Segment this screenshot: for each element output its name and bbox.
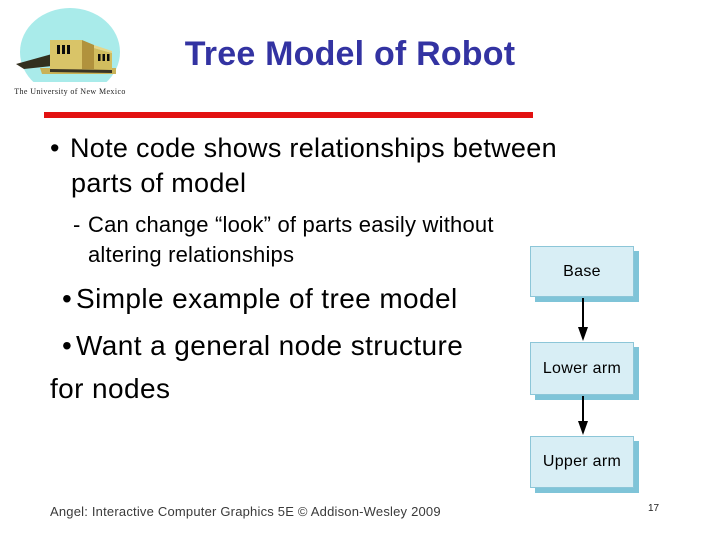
tree-node-upper-arm: Upper arm bbox=[530, 436, 634, 488]
bullet-text: Note code shows relationships between bbox=[70, 133, 557, 163]
bullet-continuation-for-nodes: for nodes bbox=[50, 371, 170, 406]
arrow-lower-to-upper-icon bbox=[578, 396, 588, 435]
dash-marker: - bbox=[73, 212, 81, 237]
bullet-note-code: • Note code shows relationships between p… bbox=[50, 131, 557, 201]
bullet-text: Simple example of tree model bbox=[76, 283, 458, 314]
bullet-marker: • bbox=[62, 330, 73, 361]
arrow-base-to-lower-icon bbox=[578, 298, 588, 341]
unm-logo: The University of New Mexico bbox=[10, 6, 130, 96]
bullet-text: Can change “look” of parts easily withou… bbox=[88, 212, 494, 237]
bullet-text: parts of model bbox=[71, 168, 247, 198]
node-label: Upper arm bbox=[542, 453, 622, 470]
logo-window bbox=[102, 54, 105, 61]
logo-dome-crop bbox=[14, 82, 126, 86]
sub-bullet-can-change: -Can change “look” of parts easily witho… bbox=[73, 210, 494, 270]
logo-window bbox=[62, 45, 65, 54]
page-number: 17 bbox=[648, 503, 660, 514]
bullet-want-node-structure: •Want a general node structure bbox=[62, 328, 463, 363]
logo-window bbox=[67, 45, 70, 54]
logo-building-side bbox=[82, 40, 94, 69]
unm-logo-image bbox=[14, 8, 126, 86]
logo-building-front bbox=[50, 40, 82, 69]
tree-edges bbox=[578, 298, 588, 435]
logo-window bbox=[107, 54, 110, 61]
logo-shadow bbox=[16, 54, 52, 69]
logo-base-shadow bbox=[50, 69, 112, 73]
footer-credit: Angel: Interactive Computer Graphics 5E … bbox=[50, 504, 441, 519]
logo-window bbox=[57, 45, 60, 54]
bullet-text: for nodes bbox=[50, 373, 171, 404]
slide-title: Tree Model of Robot bbox=[184, 35, 516, 73]
node-label: Lower arm bbox=[542, 359, 622, 377]
bullet-text: Want a general node structure bbox=[76, 330, 464, 361]
tree-node-base: Base bbox=[530, 246, 634, 297]
tree-node-lower-arm: Lower arm bbox=[530, 342, 634, 395]
logo-wing-roof bbox=[94, 45, 112, 53]
bullet-text: altering relationships bbox=[88, 242, 295, 267]
logo-caption: The University of New Mexico bbox=[14, 87, 126, 96]
bullet-marker: • bbox=[50, 133, 60, 163]
node-label: Base bbox=[563, 262, 601, 280]
bullet-simple-example: •Simple example of tree model bbox=[62, 281, 458, 316]
bullet-marker: • bbox=[62, 283, 73, 314]
logo-window bbox=[98, 54, 101, 61]
title-divider-line bbox=[44, 112, 533, 118]
